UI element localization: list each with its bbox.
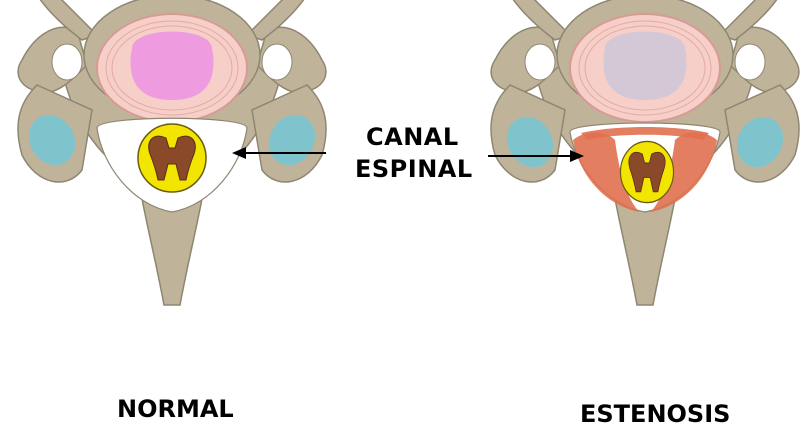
estenosis-label: ESTENOSIS <box>580 400 730 428</box>
stenosis-spinal-cord <box>620 141 673 202</box>
normal-nucleus <box>131 32 214 101</box>
stenosis-nucleus <box>604 32 687 101</box>
normal-label: NORMAL <box>117 395 234 423</box>
normal-spinal-cord <box>138 124 206 192</box>
stenosis-vertebra <box>491 0 799 305</box>
espinal-label: ESPINAL <box>355 155 473 183</box>
canal-label: CANAL <box>366 123 459 151</box>
